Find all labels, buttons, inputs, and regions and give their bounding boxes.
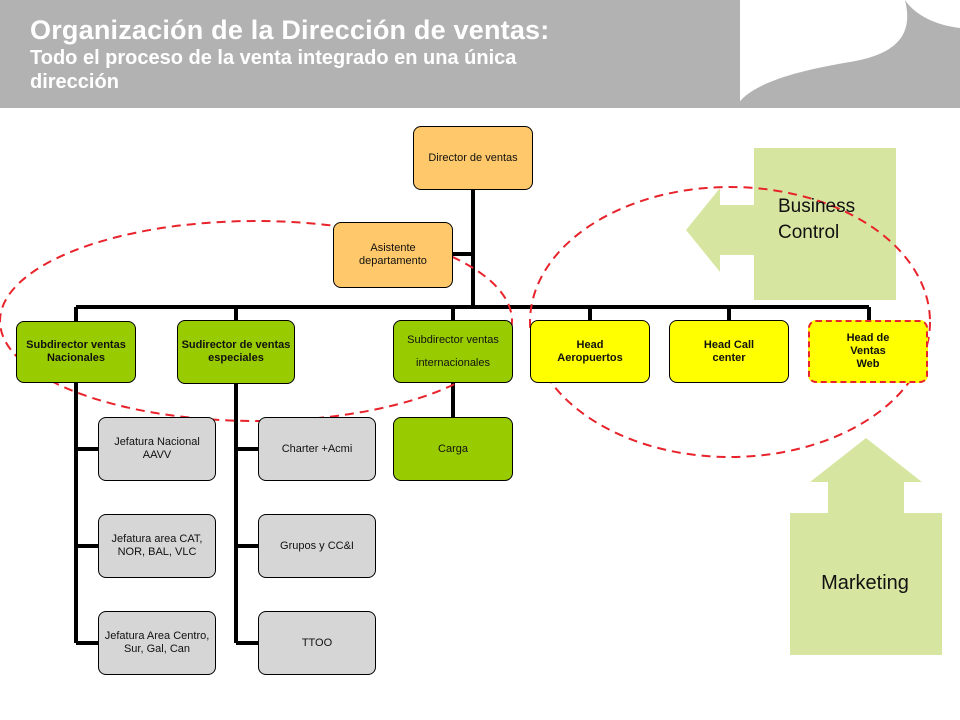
director-box: Director de ventas: [413, 126, 533, 190]
director-label: Director de ventas: [428, 151, 518, 164]
sub-nacionales-box: Subdirector ventas Nacionales: [16, 321, 136, 383]
right-dashed-ellipse: [529, 186, 931, 458]
left-dashed-ellipse: [0, 220, 513, 422]
page-subtitle-line2: dirección: [30, 71, 119, 93]
grupos-box: Grupos y CC&I: [258, 514, 376, 578]
head-ventas-web-label: Head de Ventas Web: [846, 332, 890, 370]
page-title: Organización de la Dirección de ventas:: [30, 15, 550, 45]
title-block: Organización de la Dirección de ventas: …: [30, 14, 730, 94]
carga-box: Carga: [393, 417, 513, 481]
jefatura-nacional-label: Jefatura Nacional AAVV: [114, 436, 200, 461]
business-control-panel: [754, 148, 896, 300]
marketing-panel: [790, 513, 942, 655]
jefatura-area-1-label: Jefatura area CAT, NOR, BAL, VLC: [111, 533, 203, 558]
jefatura-nacional-box: Jefatura Nacional AAVV: [98, 417, 216, 481]
charter-box: Charter +Acmi: [258, 417, 376, 481]
ttoo-box: TTOO: [258, 611, 376, 675]
charter-label: Charter +Acmi: [281, 442, 353, 455]
sub-internacionales-label-1: Subdirector ventas: [407, 333, 499, 346]
up-arrow-icon: [810, 438, 922, 513]
sub-internacionales-box: Subdirector ventas internacionales: [393, 320, 513, 383]
jefatura-area-1-box: Jefatura area CAT, NOR, BAL, VLC: [98, 514, 216, 578]
head-aeropuertos-label: Head Aeropuertos: [557, 338, 623, 364]
jefatura-area-2-box: Jefatura Area Centro, Sur, Gal, Can: [98, 611, 216, 675]
asistente-label: Asistente departamento: [359, 242, 427, 267]
ttoo-label: TTOO: [301, 636, 333, 649]
business-control-label: Business Control: [778, 194, 855, 246]
marketing-label: Marketing: [821, 572, 909, 594]
head-call-center-box: Head Call center: [669, 320, 789, 383]
sub-nacionales-label: Subdirector ventas Nacionales: [26, 339, 126, 364]
business-control-line2: Control: [778, 222, 840, 243]
header-band: [0, 0, 960, 108]
jefatura-area-2-label: Jefatura Area Centro, Sur, Gal, Can: [104, 630, 210, 655]
head-aeropuertos-box: Head Aeropuertos: [530, 320, 650, 383]
business-control-line1: Business: [778, 196, 856, 217]
head-call-center-label: Head Call center: [703, 338, 755, 364]
sub-especiales-box: Sudirector de ventas especiales: [177, 320, 295, 384]
left-arrow-icon: [686, 188, 754, 272]
page-subtitle-line1: Todo el proceso de la venta integrado en…: [30, 47, 517, 69]
grupos-label: Grupos y CC&I: [280, 539, 354, 552]
carga-label: Carga: [438, 442, 468, 455]
head-ventas-web-box: Head de Ventas Web: [808, 320, 928, 383]
sub-especiales-label: Sudirector de ventas especiales: [181, 339, 291, 364]
sub-internacionales-label-2: internacionales: [416, 356, 490, 369]
asistente-box: Asistente departamento: [333, 222, 453, 288]
